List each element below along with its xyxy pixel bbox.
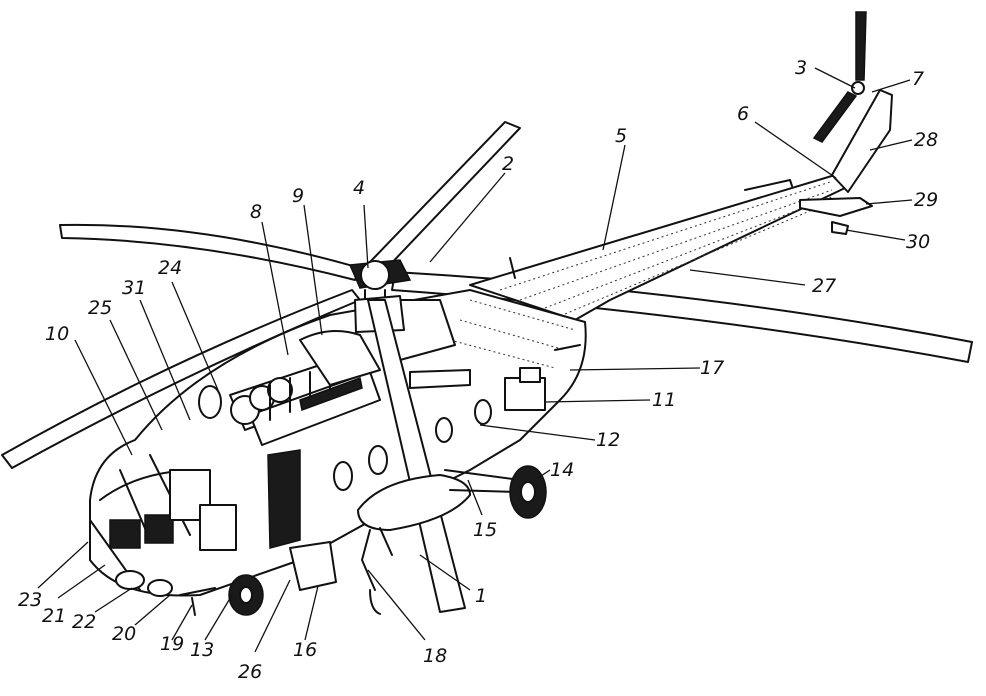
undercarriage [115, 465, 547, 616]
callout-14: 14 [550, 459, 574, 481]
callout-24: 24 [158, 257, 182, 279]
callout-29: 29 [914, 189, 938, 211]
callout-4: 4 [353, 177, 365, 199]
callout-22: 22 [72, 611, 96, 633]
callout-18: 18 [423, 645, 447, 667]
callout-21: 21 [42, 605, 66, 627]
callout-11: 11 [652, 389, 676, 411]
engines-and-gearbox [229, 299, 471, 446]
callout-1: 1 [475, 585, 487, 607]
callout-31: 31 [122, 277, 146, 299]
callout-13: 13 [190, 639, 214, 661]
callout-labels: 1 2 3 4 5 6 7 8 9 10 11 12 13 14 15 16 1… [18, 57, 938, 683]
callout-28: 28 [914, 129, 938, 151]
callout-23: 23 [18, 589, 42, 611]
callout-2: 2 [502, 153, 514, 175]
callout-17: 17 [700, 357, 724, 379]
callout-10: 10 [45, 323, 69, 345]
callout-8: 8 [250, 201, 262, 223]
callout-3: 3 [795, 57, 807, 79]
callout-7: 7 [912, 68, 924, 90]
callout-12: 12 [596, 429, 620, 451]
callout-6: 6 [737, 103, 749, 125]
callout-30: 30 [906, 231, 930, 253]
callout-5: 5 [615, 125, 627, 147]
callout-9: 9 [292, 185, 304, 207]
tail-pylon [799, 11, 893, 235]
callout-27: 27 [812, 275, 836, 297]
callout-16: 16 [293, 639, 317, 661]
callout-20: 20 [112, 623, 136, 645]
callout-26: 26 [238, 661, 262, 683]
callout-19: 19 [160, 633, 184, 655]
callout-25: 25 [88, 297, 112, 319]
callout-15: 15 [473, 519, 497, 541]
leader-lines [37, 67, 913, 653]
